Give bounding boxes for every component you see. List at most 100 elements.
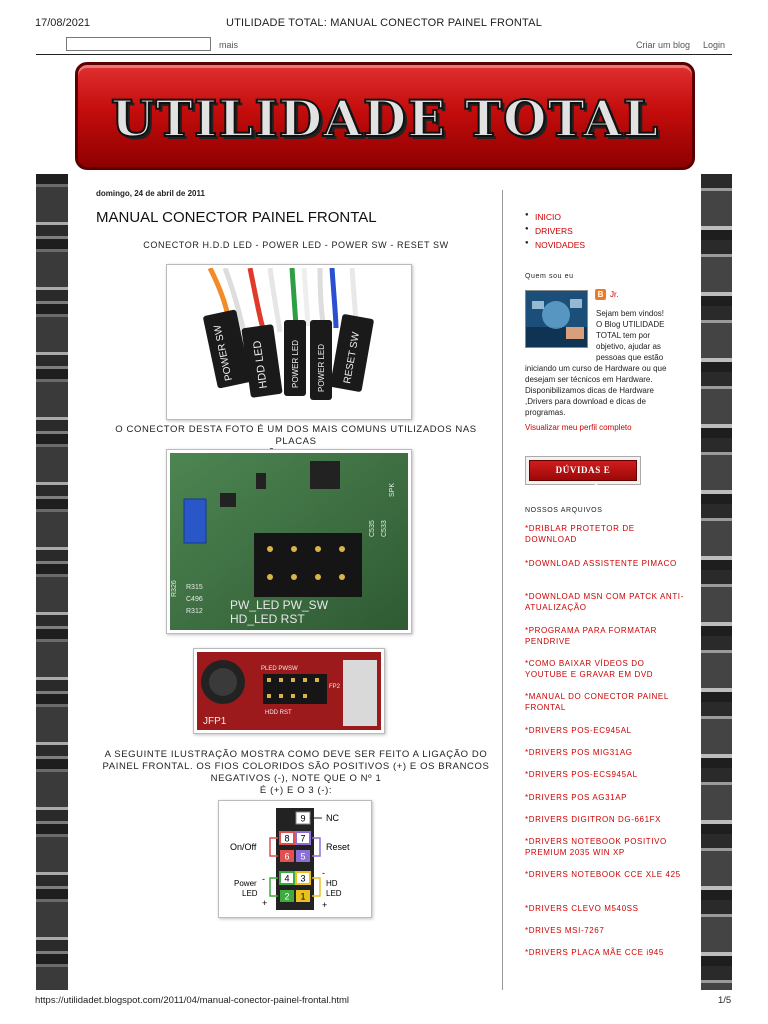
- archive-heading: NOSSOS ARQUIVOS: [525, 507, 603, 514]
- navbar-more-link[interactable]: mais: [219, 40, 239, 50]
- label-nc: NC: [326, 813, 339, 823]
- blogger-navbar: mais Criar um blog Login: [36, 34, 732, 55]
- connector-power-led-1: POWER LED: [284, 320, 306, 396]
- post-title: MANUAL CONECTOR PAINEL FRONTAL: [96, 209, 377, 226]
- svg-text:3: 3: [300, 874, 305, 884]
- print-title: UTILIDADE TOTAL: MANUAL CONECTOR PAINEL …: [225, 17, 543, 29]
- board-code: C496: [186, 596, 203, 603]
- archive-item[interactable]: *COMO BAIXAR VÍDEOS DO YOUTUBE E GRAVAR …: [525, 659, 654, 679]
- blog-banner[interactable]: UTILIDADE TOTAL: [75, 62, 695, 170]
- board-code: R326: [171, 580, 178, 597]
- pin-5: 5: [296, 850, 310, 862]
- archive-item[interactable]: *DOWNLOAD MSN COM PATCK ANTI-ATUALIZAÇÃO: [525, 592, 684, 612]
- archive-item[interactable]: *DRIBLAR PROTETOR DE DOWNLOAD: [525, 524, 635, 544]
- pin-9: 9: [295, 811, 311, 825]
- background-texture-right: [701, 174, 732, 990]
- svg-text:6: 6: [284, 852, 289, 862]
- svg-text:9: 9: [300, 814, 305, 824]
- duvidas-sugestoes-button[interactable]: DÚVIDAS E SUGESTÕES: [525, 456, 641, 494]
- archive-item[interactable]: *DRIVERS CLEVO M540SS: [525, 904, 639, 913]
- svg-text:1: 1: [300, 892, 305, 902]
- pin-8: 8: [279, 831, 295, 845]
- profile-name[interactable]: Jr.: [610, 290, 619, 299]
- board2-top: PLED PWSW: [261, 666, 298, 672]
- archive-item[interactable]: *DRIVERS POS AG31AP: [525, 793, 628, 802]
- board2-fp: FP2: [329, 684, 341, 690]
- print-page-number: 1/5: [718, 995, 732, 1006]
- label-minus-right: -: [322, 868, 325, 878]
- sidebar-link-novidades[interactable]: NOVIDADES: [525, 240, 585, 254]
- navbar-search-input[interactable]: [66, 37, 211, 51]
- sidebar-link-inicio[interactable]: INICIO: [525, 212, 585, 226]
- print-header: 17/08/2021 UTILIDADE TOTAL: MANUAL CONEC…: [0, 0, 768, 30]
- archive-item[interactable]: *DOWNLOAD ASSISTENTE PIMACO: [525, 559, 677, 568]
- archive-item[interactable]: *DRIVERS NOTEBOOK POSITIVO PREMIUM 2035 …: [525, 837, 667, 857]
- svg-text:8: 8: [284, 834, 289, 844]
- label-hd-led-1: HD: [326, 879, 338, 888]
- label-onoff: On/Off: [230, 842, 257, 852]
- board-code: C533: [381, 520, 388, 537]
- sidebar-links: INICIO DRIVERS NOVIDADES: [525, 212, 585, 254]
- create-blog-link[interactable]: Criar um blog: [636, 40, 691, 50]
- background-texture-left: [36, 174, 68, 990]
- svg-text:5: 5: [300, 852, 305, 862]
- pin-1: 1: [296, 890, 310, 902]
- archive-item[interactable]: *DRIVERS NOTEBOOK CCE XLE 425: [525, 870, 681, 879]
- print-date: 17/08/2021: [35, 17, 91, 29]
- pin-diagram[interactable]: 9 NC 8 7 6 5 On/Off Reset 4 3: [218, 800, 372, 918]
- archive-item[interactable]: *DRIVERS DIGITRON DG-661FX: [525, 815, 662, 824]
- label-power-led-1: Power: [234, 879, 257, 888]
- board-silk-line2: HD_LED RST: [230, 612, 305, 626]
- print-footer-url: https://utilidadet.blogspot.com/2011/04/…: [35, 995, 350, 1006]
- svg-text:2: 2: [284, 892, 289, 902]
- connector-reset-sw: RESET SW: [330, 314, 374, 392]
- banner-title: UTILIDADE TOTAL: [110, 88, 659, 149]
- archive-item[interactable]: *PROGRAMA PARA FORMATAR PENDRIVE: [525, 626, 658, 646]
- pin-3: 3: [295, 871, 311, 885]
- label-hd-led-2: LED: [326, 889, 342, 898]
- archive-item[interactable]: *MANUAL DO CONECTOR PAINEL FRONTAL: [525, 692, 669, 712]
- archive-item[interactable]: *DRIVERS POS-ECS945AL: [525, 770, 638, 779]
- board-code: C535: [369, 520, 376, 537]
- view-profile-link[interactable]: Visualizar meu perfil completo: [525, 423, 632, 432]
- board2-bottom: HDD RST: [265, 710, 292, 716]
- board2-jfp: JFP1: [203, 716, 227, 727]
- archive-item[interactable]: *DRIVES MSI-7267: [525, 926, 605, 935]
- label-minus-left: -: [262, 874, 265, 884]
- connector-hdd-led: HDD LED: [241, 324, 283, 398]
- connector-label: POWER LED: [291, 340, 300, 388]
- profile-photo[interactable]: [525, 290, 588, 348]
- board-code: SPK: [389, 483, 396, 497]
- pin-7: 7: [295, 831, 311, 845]
- connector-power-sw: POWER SW: [203, 309, 251, 389]
- label-plus-left: +: [262, 898, 267, 908]
- sidebar-link-drivers[interactable]: DRIVERS: [525, 226, 585, 240]
- archive-item[interactable]: *DRIVERS PLACA MÃE CCE i945: [525, 948, 664, 957]
- connector-label: POWER LED: [317, 344, 326, 392]
- post-caption: CONECTOR H.D.D LED - POWER LED - POWER S…: [143, 240, 449, 250]
- board-code: R312: [186, 608, 203, 615]
- board-silk-line1: PW_LED PW_SW: [230, 598, 329, 612]
- post-date: domingo, 24 de abril de 2011: [96, 189, 205, 198]
- pin-6: 6: [280, 850, 294, 862]
- login-link[interactable]: Login: [703, 40, 726, 50]
- label-power-led-2: LED: [242, 889, 258, 898]
- sidebar-divider: [502, 190, 503, 990]
- who-heading: Quem sou eu: [525, 273, 574, 280]
- red-motherboard-photo[interactable]: JFP1 PLED PWSW HDD RST FP2: [193, 648, 385, 734]
- post-paragraph-2: A SEGUINTE ILUSTRAÇÃO MOSTRA COMO DEVE S…: [102, 749, 490, 796]
- label-plus-right: +: [322, 900, 327, 910]
- svg-text:7: 7: [300, 834, 305, 844]
- label-reset: Reset: [326, 842, 350, 852]
- svg-text:4: 4: [284, 874, 289, 884]
- pin-4: 4: [279, 871, 295, 885]
- board-code: R315: [186, 584, 203, 591]
- blogger-profile-icon: B: [595, 289, 606, 300]
- motherboard-header-photo[interactable]: PW_LED PW_SW HD_LED RST R326 C496 R312 R…: [166, 449, 412, 634]
- archive-item[interactable]: *DRIVERS POS MIG31AG: [525, 748, 633, 757]
- connector-photo[interactable]: POWER SW HDD LED POWER LED POWER LED RES…: [166, 264, 412, 420]
- profile-about: Sejam bem vindos! O Blog UTILIDADE TOTAL…: [525, 309, 667, 417]
- pin-2: 2: [280, 890, 294, 902]
- connector-power-led-2: POWER LED: [310, 320, 332, 400]
- archive-item[interactable]: *DRIVERS POS-EC945AL: [525, 726, 632, 735]
